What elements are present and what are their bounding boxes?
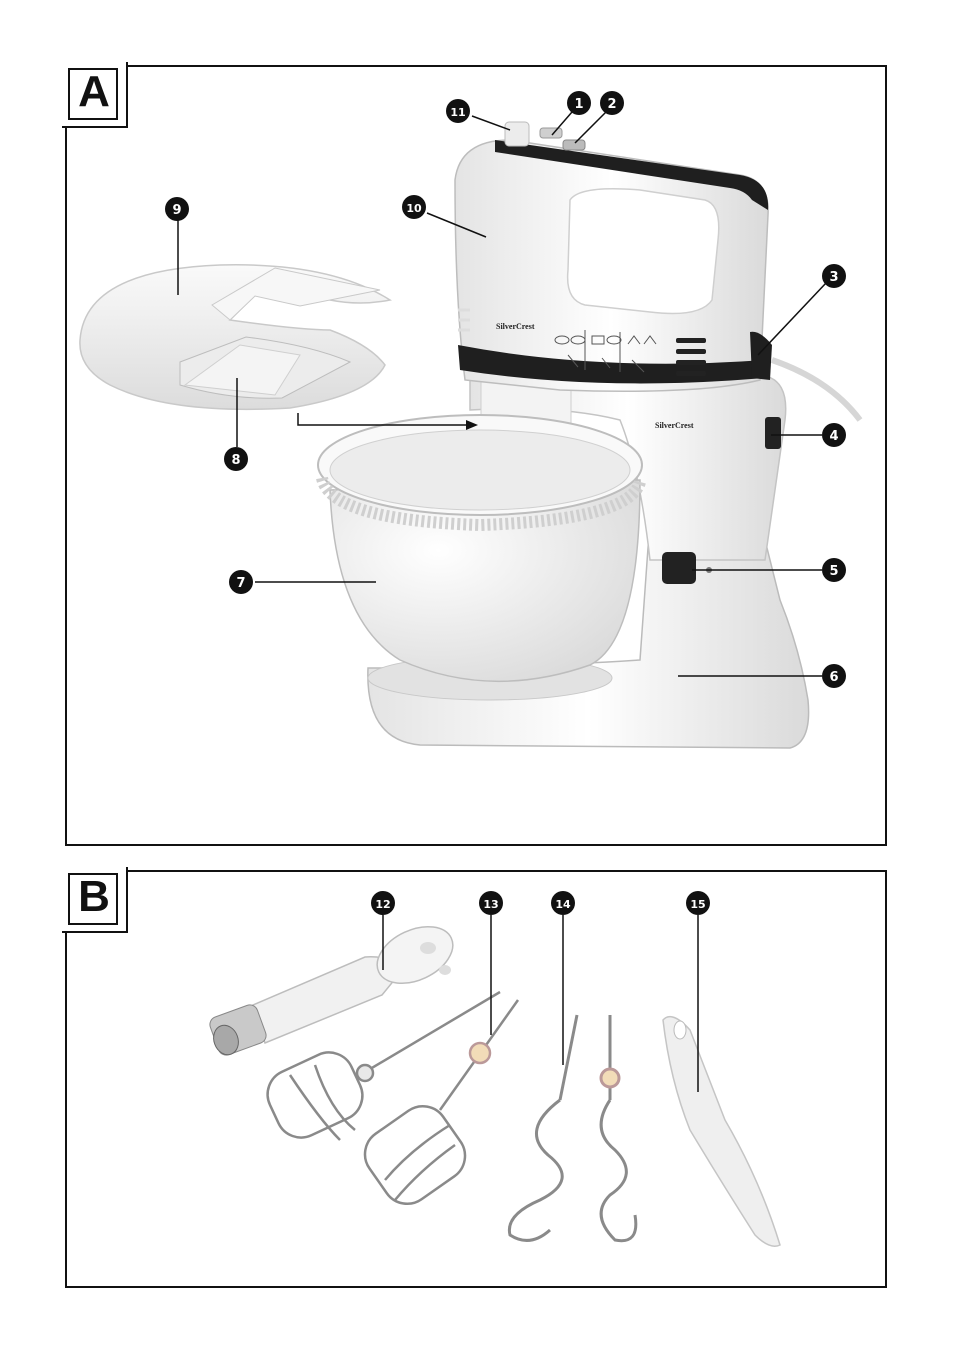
mixing-bowl xyxy=(316,414,646,683)
svg-text:9: 9 xyxy=(172,203,181,218)
svg-text:11: 11 xyxy=(450,106,465,119)
callout-9: 9 xyxy=(165,197,189,221)
callout-7: 7 xyxy=(229,570,253,594)
callout-14: 14 xyxy=(551,891,575,915)
svg-text:8: 8 xyxy=(231,453,240,468)
callout-13: 13 xyxy=(479,891,503,915)
turntable-switch xyxy=(662,552,696,584)
callout-12: 12 xyxy=(371,891,395,915)
svg-text:3: 3 xyxy=(829,270,838,285)
eject-button xyxy=(562,139,586,151)
svg-text:10: 10 xyxy=(406,202,422,215)
beaters xyxy=(266,990,520,1206)
hand-mixer xyxy=(454,121,863,422)
callout-1: 1 xyxy=(567,91,591,115)
stand-brand-label: SilverCrest xyxy=(655,421,694,430)
turbo-button xyxy=(504,121,530,147)
tilt-button xyxy=(765,417,781,449)
speed-switch xyxy=(539,127,563,139)
svg-text:13: 13 xyxy=(483,898,498,911)
svg-text:5: 5 xyxy=(829,564,838,579)
svg-text:12: 12 xyxy=(375,898,390,911)
svg-text:1: 1 xyxy=(574,97,583,112)
filler-opening xyxy=(183,344,301,396)
callout-2: 2 xyxy=(600,91,624,115)
callout-5: 5 xyxy=(822,558,846,582)
spatula xyxy=(662,1015,781,1247)
svg-text:6: 6 xyxy=(829,670,838,685)
dough-hooks xyxy=(507,1014,638,1243)
panel-a xyxy=(65,65,887,846)
callout-15: 15 xyxy=(686,891,710,915)
blender-adapter xyxy=(209,925,454,1056)
callout-4: 4 xyxy=(822,423,846,447)
svg-text:4: 4 xyxy=(829,429,838,444)
callout-10: 10 xyxy=(402,195,426,219)
callout-6: 6 xyxy=(822,664,846,688)
svg-text:14: 14 xyxy=(555,898,571,911)
svg-text:7: 7 xyxy=(236,576,245,591)
attach-arrow xyxy=(297,413,470,426)
callout-11: 11 xyxy=(446,99,470,123)
svg-text:2: 2 xyxy=(607,97,616,112)
mixer-brand-label: SilverCrest xyxy=(496,322,535,331)
leader-lines-a xyxy=(177,111,827,677)
panel-b xyxy=(65,870,887,1288)
splash-guard xyxy=(79,264,392,411)
svg-text:15: 15 xyxy=(690,898,705,911)
callout-8: 8 xyxy=(224,447,248,471)
leader-lines-b xyxy=(382,915,699,1092)
callout-3: 3 xyxy=(822,264,846,288)
